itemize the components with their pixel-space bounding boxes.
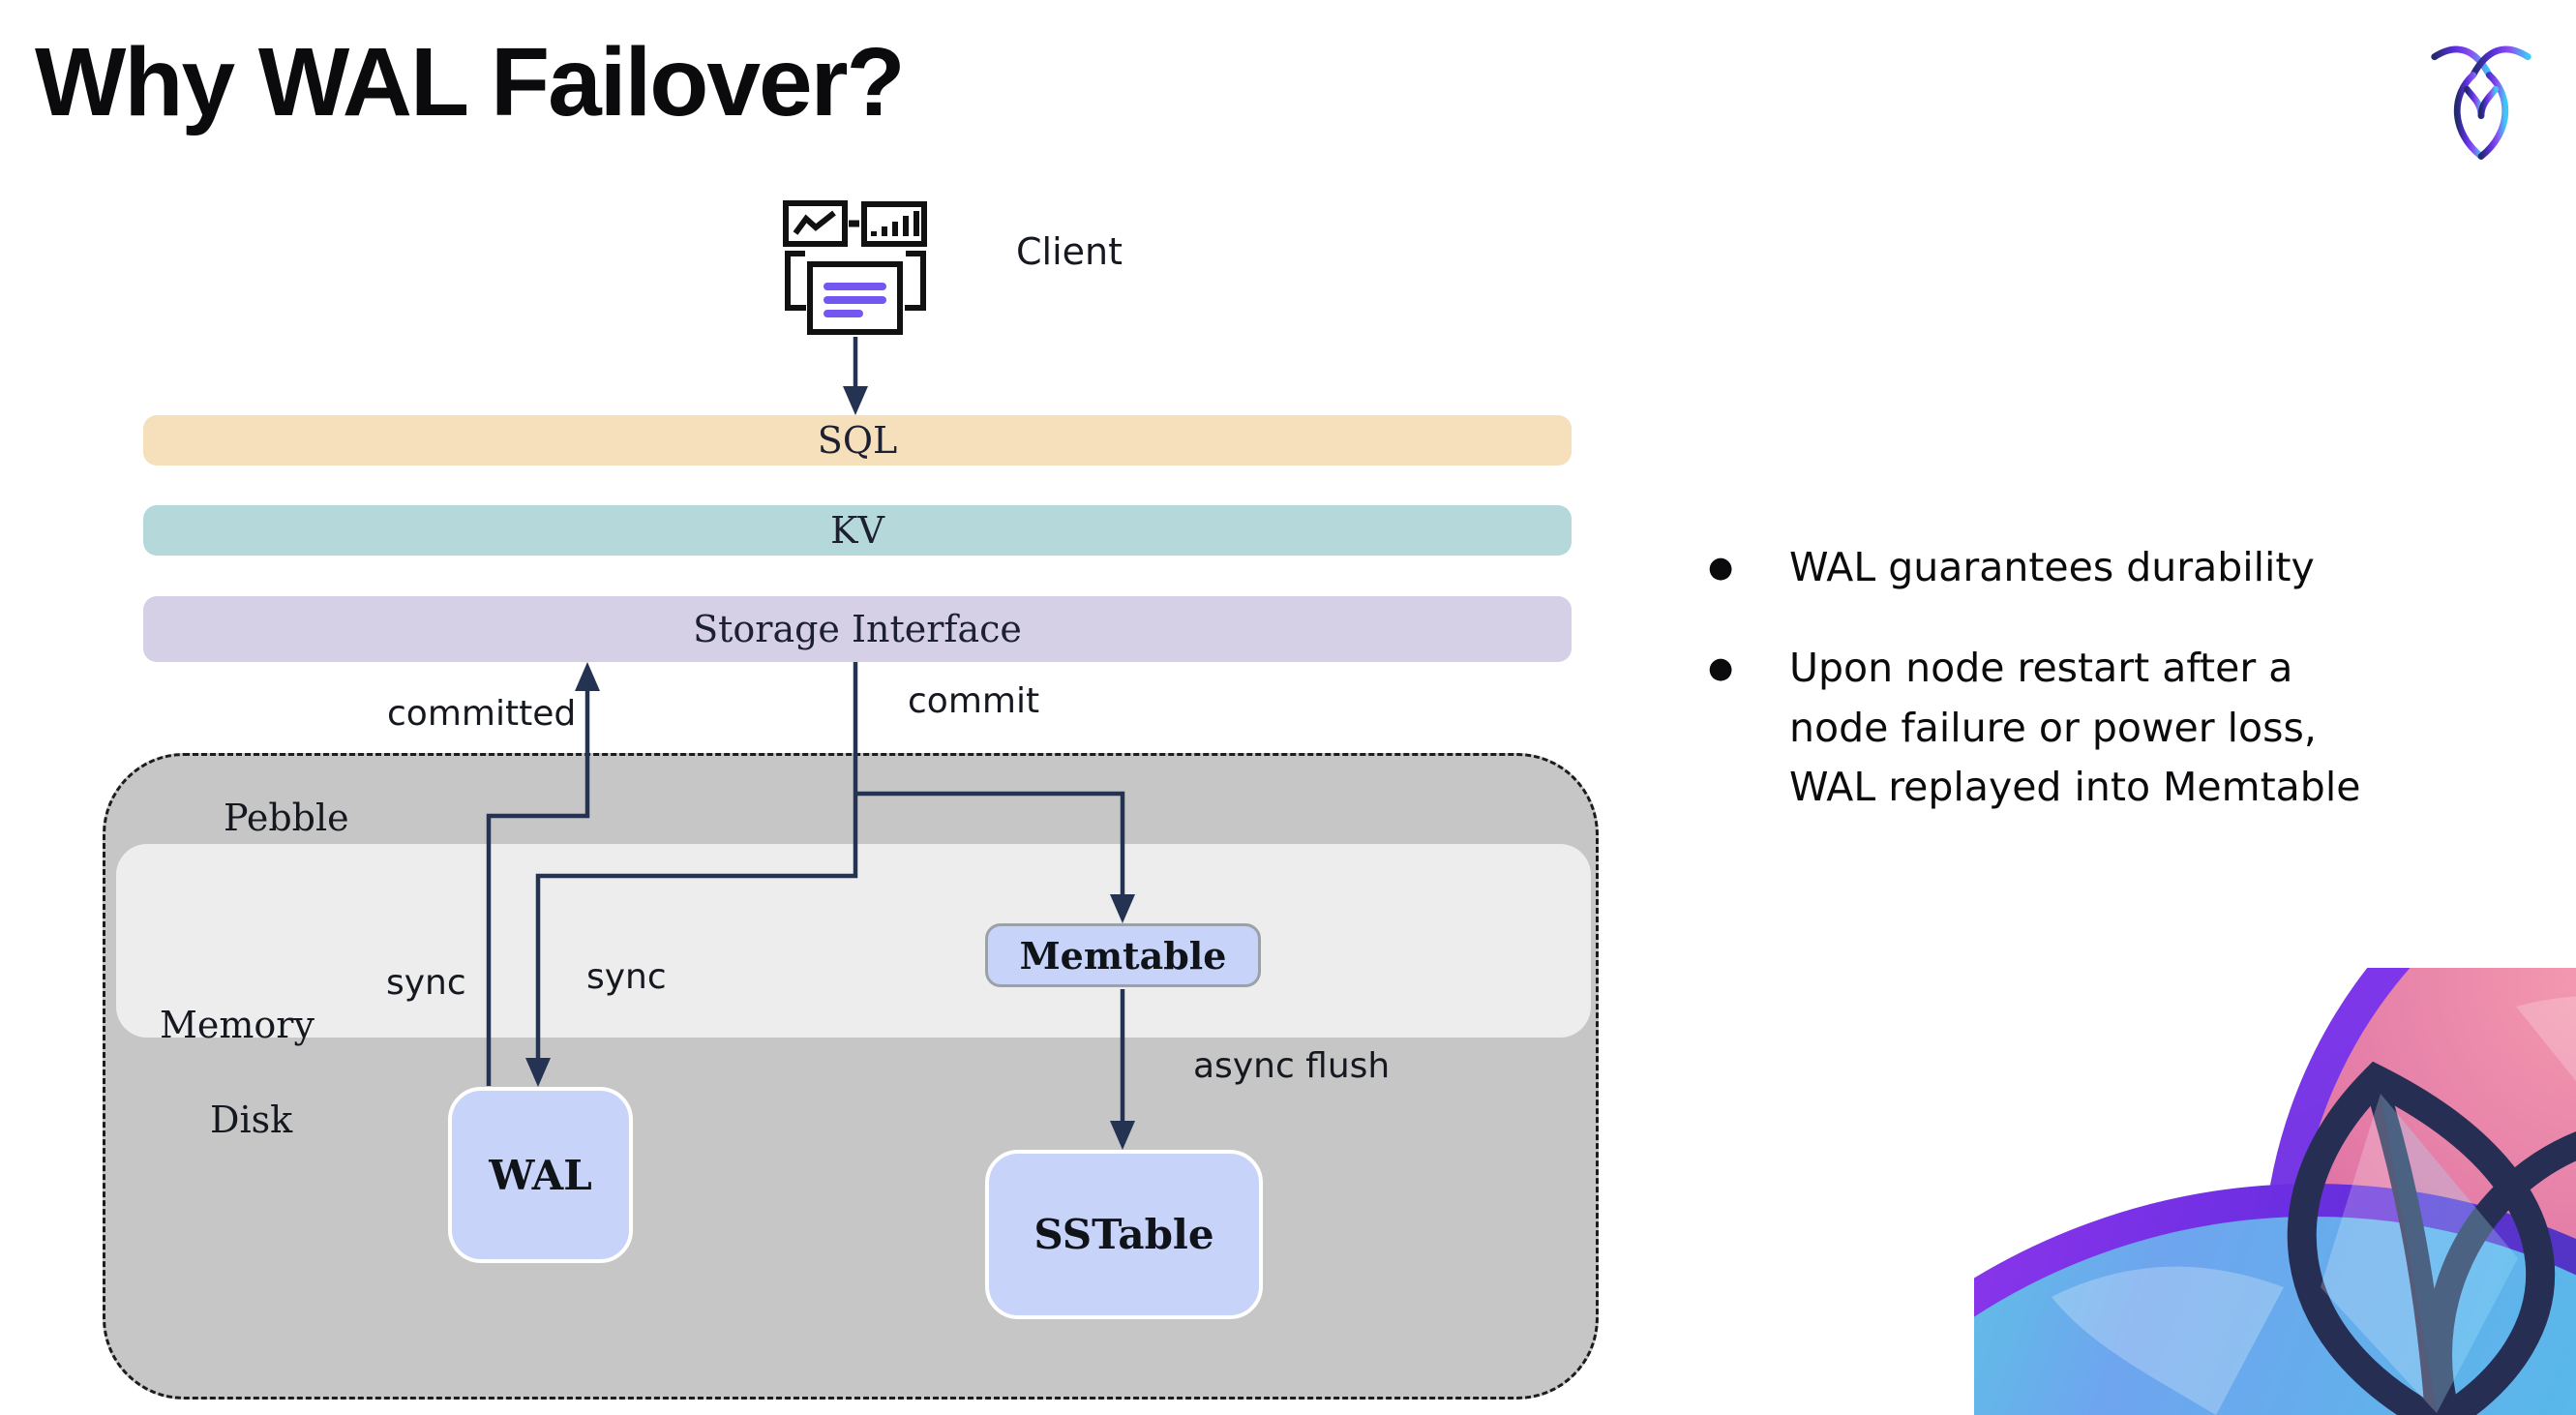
bullet-list: ● WAL guarantees durability ● Upon node … [1708, 538, 2560, 858]
bullet-item: ● Upon node restart after a node failure… [1708, 639, 2560, 818]
memory-label: Memory [160, 1004, 315, 1046]
bullet-dot-icon: ● [1708, 651, 1734, 685]
brand-artwork [1974, 968, 2576, 1415]
layer-bar-sql-label: SQL [817, 419, 898, 462]
pebble-label: Pebble [224, 797, 349, 839]
bullet-item: ● WAL guarantees durability [1708, 538, 2560, 598]
wal-box: WAL [448, 1087, 633, 1263]
commit-label: commit [908, 681, 1040, 721]
wal-box-label: WAL [489, 1151, 592, 1199]
sstable-box: SSTable [985, 1150, 1263, 1319]
sstable-box-label: SSTable [1033, 1211, 1214, 1258]
page-title: Why WAL Failover? [35, 28, 906, 136]
disk-label: Disk [210, 1099, 293, 1141]
layer-bar-kv: KV [143, 505, 1572, 556]
committed-label: committed [387, 694, 577, 734]
layer-bar-storage-label: Storage Interface [693, 608, 1022, 650]
layer-bar-kv-label: KV [830, 509, 884, 552]
layer-bar-sql: SQL [143, 415, 1572, 466]
layer-bar-storage-interface: Storage Interface [143, 596, 1572, 662]
bullet-text: WAL guarantees durability [1789, 544, 2315, 590]
bullet-text: Upon node restart after a node failure o… [1789, 645, 2361, 810]
bullet-dot-icon: ● [1708, 551, 1734, 585]
cockroachdb-logo-icon [2431, 45, 2531, 160]
async-flush-label: async flush [1193, 1046, 1391, 1086]
memory-band [116, 844, 1591, 1038]
memtable-box-label: Memtable [1019, 933, 1227, 978]
memtable-box: Memtable [985, 923, 1261, 987]
sync-left-label: sync [386, 963, 466, 1003]
client-icon [783, 200, 927, 335]
client-label: Client [1016, 230, 1123, 273]
sync-right-label: sync [586, 957, 667, 997]
navy-leaf-outline [2287, 1061, 2576, 1415]
